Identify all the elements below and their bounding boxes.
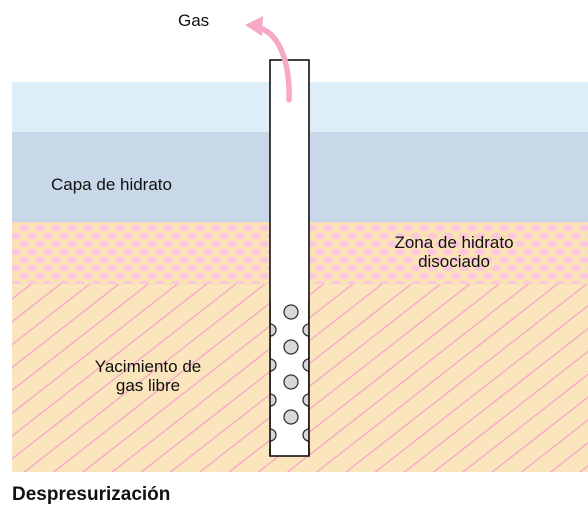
free-gas-reservoir-label: Yacimiento de gas libre	[94, 357, 202, 395]
hydrate-layer-label: Capa de hidrato	[51, 175, 172, 194]
well-casing	[269, 59, 310, 457]
gas-arrow	[257, 25, 292, 103]
gas-label: Gas	[178, 11, 210, 30]
diagram-title: Despresurización	[12, 484, 171, 505]
dissociated-zone-label: Zona de hidrato disociado	[394, 233, 514, 271]
gas-arrow-head	[245, 16, 263, 36]
